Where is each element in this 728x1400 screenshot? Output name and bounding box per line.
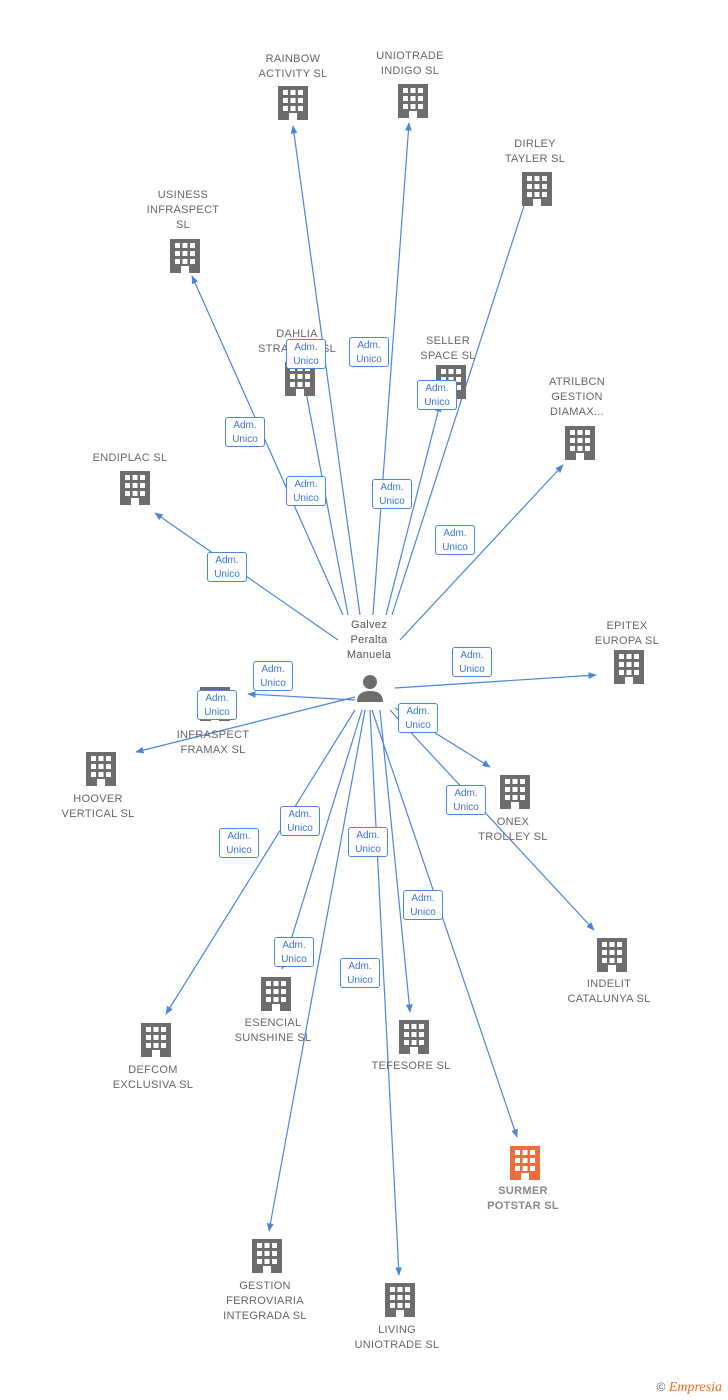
edge-defcom-exclusiva-sl	[165, 709, 356, 1015]
center-person-label: Galvez Peralta Manuela	[346, 619, 392, 661]
company-label-epitex-europa-sl[interactable]: EPITEX EUROPA SL	[594, 620, 660, 647]
building-icon-indelit-catalunya-sl[interactable]	[597, 938, 627, 972]
company-label-tefesore-sl[interactable]: TEFESORE SL	[371, 1060, 451, 1072]
building-icon-dirley-tayler-sl[interactable]	[522, 172, 552, 206]
building-icon-gestion-ferroviaria-integrada-sl[interactable]	[252, 1239, 282, 1273]
brand-name: Empresia	[668, 1380, 722, 1395]
building-icon-hoover-vertical-sl[interactable]	[86, 752, 116, 786]
relation-label-endiplac-sl: Adm. Unico	[207, 552, 247, 582]
edge-epitex-europa-sl	[394, 672, 597, 689]
building-icon-uniotrade-indigo-sl[interactable]	[398, 84, 428, 118]
company-label-surmer-potstar-sl[interactable]: SURMER POTSTAR SL	[487, 1185, 559, 1212]
company-label-esencial-sunshine-sl[interactable]: ESENCIAL SUNSHINE SL	[234, 1017, 312, 1044]
company-label-infraspect-framax-sl[interactable]: INFRASPECT FRAMAX SL	[176, 729, 250, 756]
company-label-gestion-ferroviaria-integrada-sl[interactable]: GESTION FERROVIARIA INTEGRADA SL	[223, 1280, 307, 1322]
company-label-uniotrade-indigo-sl[interactable]: UNIOTRADE INDIGO SL	[376, 50, 444, 77]
relation-label-uniotrade-indigo-sl: Adm. Unico	[349, 337, 389, 367]
brand-watermark: © Empresia	[657, 1380, 722, 1396]
edge-usiness-infraspect-sl	[191, 275, 344, 616]
building-icon-esencial-sunshine-sl[interactable]	[261, 977, 291, 1011]
building-icon-atrilbcn-gestion-diamax[interactable]	[565, 426, 595, 460]
building-icon-rainbow-activity-sl[interactable]	[278, 86, 308, 120]
relation-label-living-uniotrade-sl: Adm. Unico	[340, 958, 380, 988]
building-icon-onex-trolley-sl[interactable]	[500, 775, 530, 809]
company-label-living-uniotrade-sl[interactable]: LIVING UNIOTRADE SL	[354, 1324, 440, 1351]
edge-surmer-potstar-sl	[371, 709, 518, 1138]
company-label-indelit-catalunya-sl[interactable]: INDELIT CATALUNYA SL	[567, 978, 651, 1005]
edge-seller-space-sl	[385, 403, 442, 616]
company-label-endiplac-sl[interactable]: ENDIPLAC SL	[92, 452, 168, 464]
relation-label-infraspect-framax-sl: Adm. Unico	[253, 661, 293, 691]
company-label-atrilbcn-gestion-diamax[interactable]: ATRILBCN GESTION DIAMAX...	[549, 376, 605, 418]
person-icon	[357, 675, 383, 702]
building-icon-usiness-infraspect-sl[interactable]	[170, 239, 200, 273]
relation-label-esencial-sunshine-sl: Adm. Unico	[280, 806, 320, 836]
company-label-dirley-tayler-sl[interactable]: DIRLEY TAYLER SL	[504, 138, 566, 165]
relation-label-dahlia-strategy-sl: Adm. Unico	[286, 476, 326, 506]
edge-uniotrade-indigo-sl	[372, 122, 412, 616]
relation-label-atrilbcn-gestion-diamax: Adm. Unico	[435, 525, 475, 555]
company-label-defcom-exclusiva-sl[interactable]: DEFCOM EXCLUSIVA SL	[112, 1064, 194, 1091]
relation-label-tefesore-sl: Adm. Unico	[348, 827, 388, 857]
building-icon-defcom-exclusiva-sl[interactable]	[141, 1023, 171, 1057]
edge-dirley-tayler-sl	[391, 183, 532, 616]
relation-label-seller-space-sl: Adm. Unico	[372, 479, 412, 509]
relation-label-onex-trolley-sl: Adm. Unico	[398, 703, 438, 733]
copyright-symbol: ©	[656, 1380, 666, 1394]
relation-label-dirley-tayler-sl: Adm. Unico	[417, 380, 457, 410]
building-icon-tefesore-sl[interactable]	[399, 1020, 429, 1054]
edge-hoover-vertical-sl	[135, 696, 356, 754]
relation-label-surmer-potstar-sl: Adm. Unico	[403, 890, 443, 920]
edge-indelit-catalunya-sl	[389, 709, 595, 931]
edge-rainbow-activity-sl	[290, 125, 361, 616]
edge-esencial-sunshine-sl	[281, 709, 363, 970]
building-icon-living-uniotrade-sl[interactable]	[385, 1283, 415, 1317]
company-label-onex-trolley-sl[interactable]: ONEX TROLLEY SL	[478, 816, 548, 843]
company-label-usiness-infraspect-sl[interactable]: USINESS INFRASPECT SL	[146, 189, 220, 231]
relation-label-usiness-infraspect-sl: Adm. Unico	[225, 417, 265, 447]
relation-label-indelit-catalunya-sl: Adm. Unico	[446, 785, 486, 815]
building-icon-surmer-potstar-sl[interactable]	[510, 1146, 540, 1180]
relation-label-rainbow-activity-sl: Adm. Unico	[286, 339, 326, 369]
edge-gestion-ferroviaria-integrada-sl	[267, 709, 366, 1232]
edge-infraspect-framax-sl	[247, 691, 356, 701]
relation-label-epitex-europa-sl: Adm. Unico	[452, 647, 492, 677]
company-label-rainbow-activity-sl[interactable]: RAINBOW ACTIVITY SL	[258, 53, 328, 80]
edge-atrilbcn-gestion-diamax	[399, 464, 564, 641]
company-label-hoover-vertical-sl[interactable]: HOOVER VERTICAL SL	[61, 793, 135, 820]
edge-tefesore-sl	[379, 709, 413, 1013]
relation-label-hoover-vertical-sl: Adm. Unico	[197, 690, 237, 720]
edge-living-uniotrade-sl	[369, 709, 402, 1276]
building-icon-endiplac-sl[interactable]	[120, 471, 150, 505]
relation-label-gestion-ferroviaria-integrada-sl: Adm. Unico	[274, 937, 314, 967]
relation-label-defcom-exclusiva-sl: Adm. Unico	[219, 828, 259, 858]
company-label-seller-space-sl[interactable]: SELLER SPACE SL	[420, 335, 476, 362]
building-icon-epitex-europa-sl[interactable]	[614, 650, 644, 684]
